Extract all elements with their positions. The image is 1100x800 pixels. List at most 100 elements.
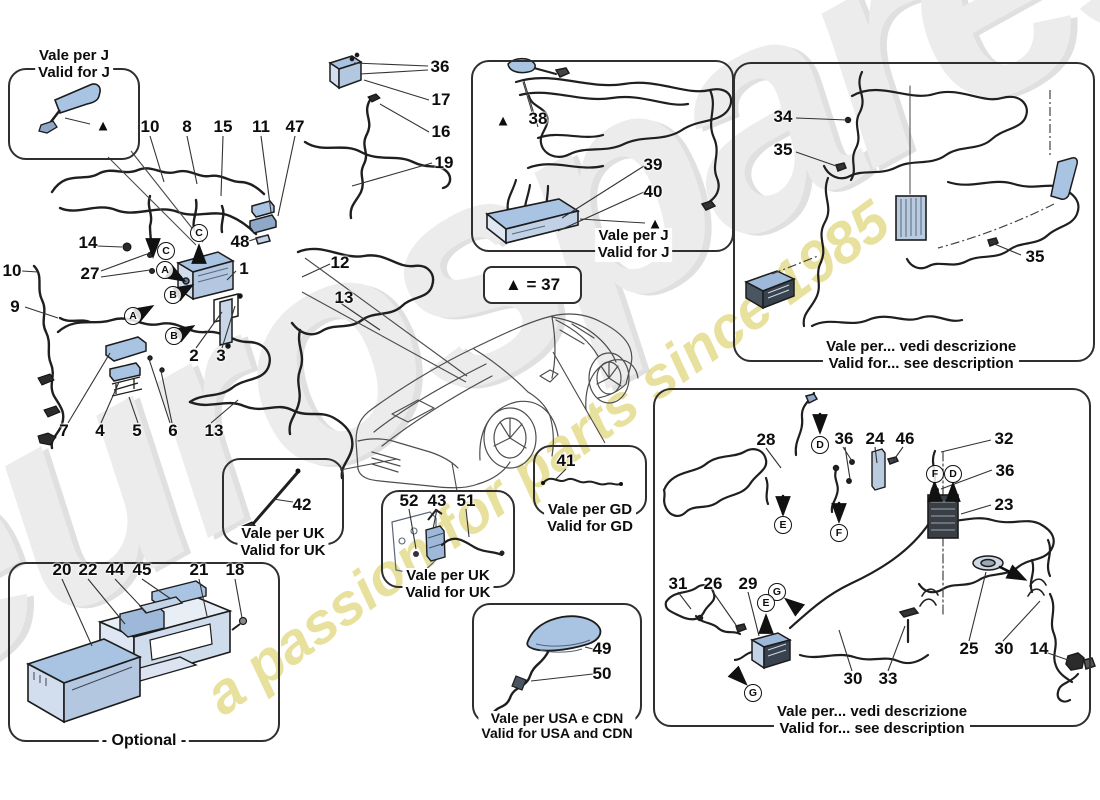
- connector-ref-F: F: [926, 465, 944, 483]
- inset-box-valid-for-uk-antenna: Vale per UK Valid for UK: [222, 458, 344, 560]
- part-number-14: 14: [78, 233, 98, 252]
- connector-ref-D: D: [811, 436, 829, 454]
- box-title-valid-for-gd: Vale per GD Valid for GD: [544, 502, 636, 536]
- box-title-line1: Vale per J: [38, 47, 110, 64]
- inset-box-valid-for-gd: Vale per GD Valid for GD: [533, 445, 647, 536]
- usa-antenna-art: [492, 615, 602, 714]
- inset-box-see-description-bottom: Vale per... vedi descrizione Valid for..…: [653, 388, 1091, 738]
- box-title-line2: Valid for... see description: [828, 355, 1014, 373]
- part-number-34: 34: [773, 107, 793, 126]
- part-number-39: 39: [643, 155, 663, 174]
- part-number-33: 33: [878, 669, 898, 688]
- part-number-17: 17: [431, 90, 451, 109]
- part-number-12: 12: [330, 253, 350, 272]
- inset-box-see-description-top: Vale per... vedi descrizione Valid for..…: [733, 62, 1095, 373]
- connector-ref-C: C: [157, 242, 175, 260]
- part-number-35: 35: [1025, 247, 1045, 266]
- unit-17-art: [328, 52, 363, 90]
- box-title-line1: Vale per... vedi descrizione: [826, 338, 1017, 356]
- part-number-47: 47: [285, 117, 305, 136]
- part-number-13: 13: [204, 421, 224, 440]
- part-number-20: 20: [52, 560, 72, 579]
- part-number-36: 36: [430, 57, 450, 76]
- inset-box-valid-for-j-harness: Vale per J Valid for J: [471, 60, 734, 262]
- connector-ref-E: E: [774, 516, 792, 534]
- part-number-22: 22: [78, 560, 98, 579]
- box-title-valid-for-j-harness: Vale per J Valid for J: [594, 227, 673, 262]
- box-title-valid-for-usa-cdn: Vale per USA e CDN Valid for USA and CDN: [478, 709, 636, 742]
- part-number-50: 50: [592, 664, 612, 683]
- box-title-line1: Vale per UK: [241, 525, 325, 543]
- box-title-see-description-bottom: Vale per... vedi descrizione Valid for..…: [773, 704, 971, 738]
- desc-top-harness-art: [802, 70, 1080, 328]
- optional-cd-changer-art: [25, 580, 248, 724]
- part-number-3: 3: [216, 346, 226, 365]
- part-number-36: 36: [834, 429, 854, 448]
- part-number-4: 4: [95, 421, 105, 440]
- part-number-43: 43: [427, 491, 447, 510]
- part-number-2: 2: [189, 346, 199, 365]
- box-title-line2: Valid for... see description: [779, 720, 965, 738]
- part-number-11: 11: [252, 117, 270, 136]
- part-number-48: 48: [230, 232, 250, 251]
- box-title-valid-for-j-antenna: Vale per J Valid for J: [35, 47, 113, 82]
- part-number-42: 42: [292, 495, 312, 514]
- gd-wire-art: [541, 477, 623, 486]
- connector-ref-G: G: [744, 684, 762, 702]
- desc-bottom-parts-art: [696, 393, 1096, 671]
- box-title-line2: Valid for J: [38, 63, 110, 81]
- part-number-1: 1: [239, 259, 249, 278]
- box-title-line2: Valid for USA and CDN: [481, 725, 633, 742]
- box-title-line1: Vale per USA e CDN: [490, 709, 624, 726]
- part-number-44: 44: [105, 560, 125, 579]
- inset-box-valid-for-uk-module: Vale per UK Valid for UK: [381, 490, 515, 602]
- part-number-14: 14: [1029, 639, 1049, 658]
- part-number-10: 10: [140, 117, 160, 136]
- part-number-25: 25: [959, 639, 979, 658]
- part-number-36: 36: [995, 461, 1015, 480]
- part-number-28: 28: [756, 430, 776, 449]
- part-number-41: 41: [556, 451, 576, 470]
- part-number-24: 24: [865, 429, 885, 448]
- part-number-16: 16: [431, 122, 451, 141]
- part-number-49: 49: [592, 639, 612, 658]
- small-parts-art: [105, 200, 277, 397]
- part-number-18: 18: [225, 560, 245, 579]
- box-title-see-description-top: Vale per... vedi descrizione Valid for..…: [823, 338, 1020, 373]
- part-number-19: 19: [434, 153, 454, 172]
- part-number-35: 35: [773, 140, 793, 159]
- box-title-line2: Valid for GD: [547, 518, 633, 536]
- connector-ref-A: A: [156, 261, 174, 279]
- desc-top-parts-art: [744, 90, 1078, 310]
- connector-ref-C: C: [190, 224, 208, 242]
- legend-triangle-equals-37: ▲ = 37: [483, 266, 582, 304]
- connector-ref-B: B: [165, 327, 183, 345]
- part-number-45: 45: [132, 560, 152, 579]
- triangle-marker: ▲: [647, 215, 663, 233]
- connector-ref-D: D: [944, 465, 962, 483]
- part-number-10: 10: [2, 261, 22, 280]
- triangle-marker: ▲: [495, 112, 511, 130]
- part-number-21: 21: [189, 560, 209, 579]
- part-number-27: 27: [80, 264, 100, 283]
- unit-1-art: [176, 251, 243, 349]
- j-left-antenna-art: [38, 83, 101, 134]
- box-title-line2: Valid for UK: [405, 584, 491, 602]
- box-title-line1: Vale per GD: [547, 501, 633, 519]
- part-number-40: 40: [643, 182, 663, 201]
- box-title-line2: Valid for UK: [240, 542, 326, 560]
- part-number-51: 51: [456, 491, 476, 510]
- part-number-30: 30: [994, 639, 1014, 658]
- part-number-15: 15: [213, 117, 233, 136]
- part-number-5: 5: [132, 421, 142, 440]
- part-number-23: 23: [994, 495, 1014, 514]
- pointer-lines-to-car: [107, 150, 606, 492]
- box-title-valid-for-uk-module: Vale per UK Valid for UK: [402, 568, 494, 602]
- part-number-26: 26: [703, 574, 723, 593]
- box-title-line1: Vale per J: [598, 227, 669, 245]
- j-top-parts-art: [485, 57, 717, 245]
- connector-ref-F: F: [830, 524, 848, 542]
- box-title-line2: Valid for J: [597, 244, 670, 262]
- harness-connectors: [37, 93, 381, 446]
